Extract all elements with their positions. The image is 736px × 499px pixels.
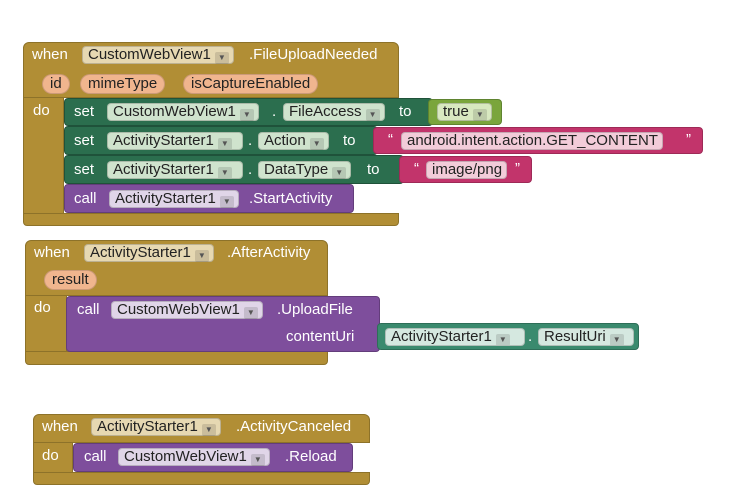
- dropdown-arrow-icon: ▼: [332, 167, 347, 179]
- dot-separator: .: [272, 103, 277, 120]
- call-keyword: call: [77, 301, 100, 318]
- call-reload-block[interactable]: call CustomWebView1▼ .Reload: [73, 443, 353, 472]
- set-keyword: set: [74, 161, 95, 178]
- property-dropdown[interactable]: FileAccess▼: [283, 103, 385, 121]
- text-value[interactable]: image/png: [426, 161, 508, 179]
- dropdown-arrow-icon: ▼: [365, 109, 380, 121]
- call-startactivity-block[interactable]: call ActivityStarter1▼ .StartActivity: [64, 184, 354, 213]
- when-label: when: [34, 244, 70, 261]
- event-name: .ActivityCanceled: [236, 418, 352, 435]
- dropdown-arrow-icon: ▼: [239, 109, 254, 121]
- text-value[interactable]: android.intent.action.GET_CONTENT: [401, 132, 663, 150]
- component-dropdown[interactable]: CustomWebView1▼: [82, 46, 234, 64]
- logic-true-block[interactable]: true▼: [428, 99, 502, 125]
- event-footer: [33, 472, 370, 485]
- text-string-block[interactable]: “ android.intent.action.GET_CONTENT ”: [373, 127, 703, 154]
- component-dropdown[interactable]: ActivityStarter1▼: [109, 190, 239, 208]
- set-keyword: set: [74, 103, 95, 120]
- dropdown-arrow-icon: ▼: [309, 138, 324, 150]
- method-name: .StartActivity: [249, 190, 333, 207]
- event-footer: [25, 351, 328, 365]
- property-dropdown[interactable]: Action▼: [258, 132, 329, 150]
- close-quote-icon: ”: [686, 131, 691, 148]
- call-uploadfile-block[interactable]: call CustomWebView1▼ .UploadFile content…: [66, 296, 380, 352]
- param-result[interactable]: result: [44, 270, 97, 290]
- event-name: .AfterActivity: [227, 244, 311, 261]
- do-label: do: [33, 102, 50, 119]
- boolean-dropdown[interactable]: true▼: [437, 103, 492, 121]
- component-dropdown[interactable]: CustomWebView1▼: [107, 103, 259, 121]
- dropdown-arrow-icon: ▼: [217, 167, 232, 178]
- property-dropdown[interactable]: DataType▼: [258, 161, 352, 179]
- dropdown-arrow-icon: ▼: [472, 109, 487, 121]
- param-id[interactable]: id: [42, 74, 70, 94]
- event-do-column: [33, 442, 73, 474]
- set-datatype-block[interactable]: set ActivityStarter1▼ . DataType▼ to: [64, 155, 404, 184]
- when-label: when: [32, 46, 68, 63]
- set-keyword: set: [74, 132, 95, 149]
- event-footer: [23, 213, 399, 226]
- dot-separator: .: [528, 328, 533, 345]
- method-name: .Reload: [285, 448, 337, 465]
- dropdown-arrow-icon: ▼: [609, 334, 624, 345]
- open-quote-icon: “: [414, 160, 419, 177]
- dropdown-arrow-icon: ▼: [217, 138, 232, 149]
- call-keyword: call: [74, 190, 97, 207]
- dropdown-arrow-icon: ▼: [201, 424, 216, 436]
- dot-separator: .: [248, 161, 253, 178]
- dropdown-arrow-icon: ▼: [219, 196, 234, 208]
- component-dropdown[interactable]: ActivityStarter1▼: [91, 418, 221, 436]
- set-action-block[interactable]: set ActivityStarter1▼ . Action▼ to: [64, 126, 378, 155]
- dropdown-arrow-icon: ▼: [250, 454, 265, 466]
- param-mimetype[interactable]: mimeType: [80, 74, 166, 94]
- close-quote-icon: ”: [515, 160, 520, 177]
- component-dropdown[interactable]: ActivityStarter1▼: [385, 328, 525, 346]
- do-label: do: [34, 299, 51, 316]
- component-dropdown[interactable]: ActivityStarter1▼: [84, 244, 214, 262]
- event-do-column: [23, 97, 64, 215]
- to-label: to: [367, 161, 380, 178]
- event-do-column: [25, 295, 67, 353]
- set-fileaccess-block[interactable]: set CustomWebView1▼ . FileAccess▼ to: [64, 98, 433, 126]
- dropdown-arrow-icon: ▼: [214, 52, 229, 64]
- property-dropdown[interactable]: ResultUri▼: [538, 328, 634, 346]
- text-string-block[interactable]: “ image/png ”: [399, 156, 532, 183]
- dot-separator: .: [248, 132, 253, 149]
- method-name: .UploadFile: [277, 301, 353, 318]
- argument-label: contentUri: [286, 328, 355, 345]
- to-label: to: [343, 132, 356, 149]
- event-name: .FileUploadNeeded: [249, 46, 378, 63]
- to-label: to: [399, 103, 412, 120]
- component-dropdown[interactable]: CustomWebView1▼: [118, 448, 270, 466]
- open-quote-icon: “: [388, 131, 393, 148]
- param-iscaptureenabled[interactable]: isCaptureEnabled: [183, 74, 319, 94]
- component-dropdown[interactable]: ActivityStarter1▼: [107, 132, 243, 150]
- call-keyword: call: [84, 448, 107, 465]
- when-label: when: [42, 418, 78, 435]
- dropdown-arrow-icon: ▼: [194, 250, 209, 262]
- getter-resulturi-block[interactable]: ActivityStarter1▼ . ResultUri▼: [377, 323, 639, 350]
- do-label: do: [42, 447, 59, 464]
- component-dropdown[interactable]: CustomWebView1▼: [111, 301, 263, 319]
- dropdown-arrow-icon: ▼: [495, 334, 510, 345]
- dropdown-arrow-icon: ▼: [243, 307, 258, 319]
- component-dropdown[interactable]: ActivityStarter1▼: [107, 161, 243, 179]
